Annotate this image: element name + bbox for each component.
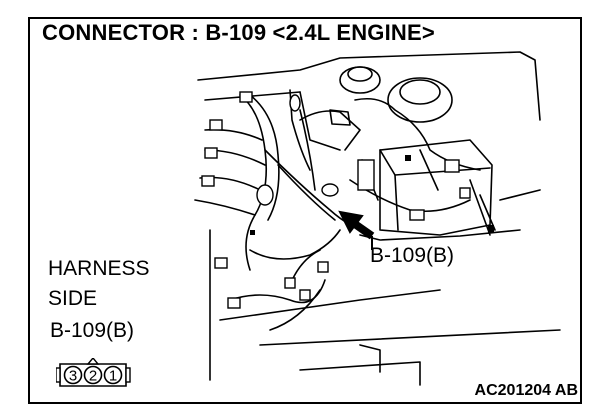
figure-frame (28, 17, 582, 404)
harness-label-line1: HARNESS (48, 257, 150, 280)
pin-2 (83, 365, 103, 385)
figure-code: AC201204 AB (474, 382, 578, 399)
connector-pinout: 3 2 1 (56, 358, 131, 387)
pointer-label: B-109(B) (370, 244, 455, 267)
pin-2-label: 2 (89, 368, 97, 385)
pin-1 (103, 365, 123, 385)
pin-3-label: 3 (69, 368, 77, 385)
pin-3 (63, 365, 83, 385)
diagram-title: CONNECTOR : B-109 <2.4L ENGINE> (42, 20, 435, 45)
harness-label-line2: SIDE (48, 287, 98, 310)
connector-pins: 3 2 1 (63, 365, 123, 385)
pin-1-label: 1 (109, 368, 117, 385)
pointer-arrow (338, 210, 375, 250)
harness-connector-label: B-109(B) (50, 319, 135, 342)
lock-tab (86, 358, 100, 365)
